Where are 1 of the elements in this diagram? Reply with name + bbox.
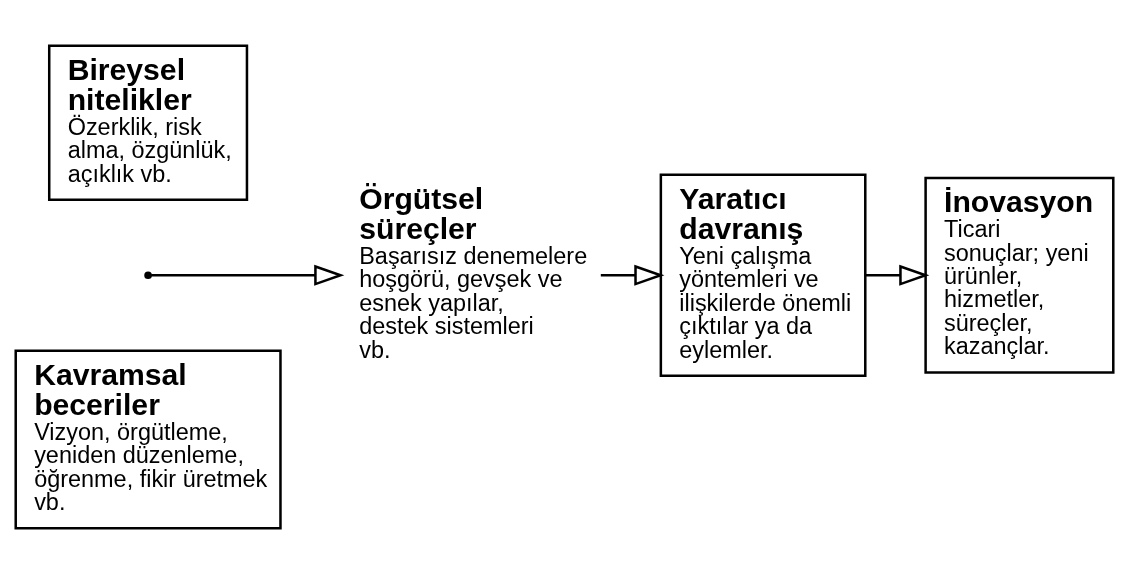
node-text: Örgütsel süreçler Başarısız denemelere hoşgörü, gevşek ve esnek yapılar, destek sistemleri vb.	[359, 181, 588, 363]
